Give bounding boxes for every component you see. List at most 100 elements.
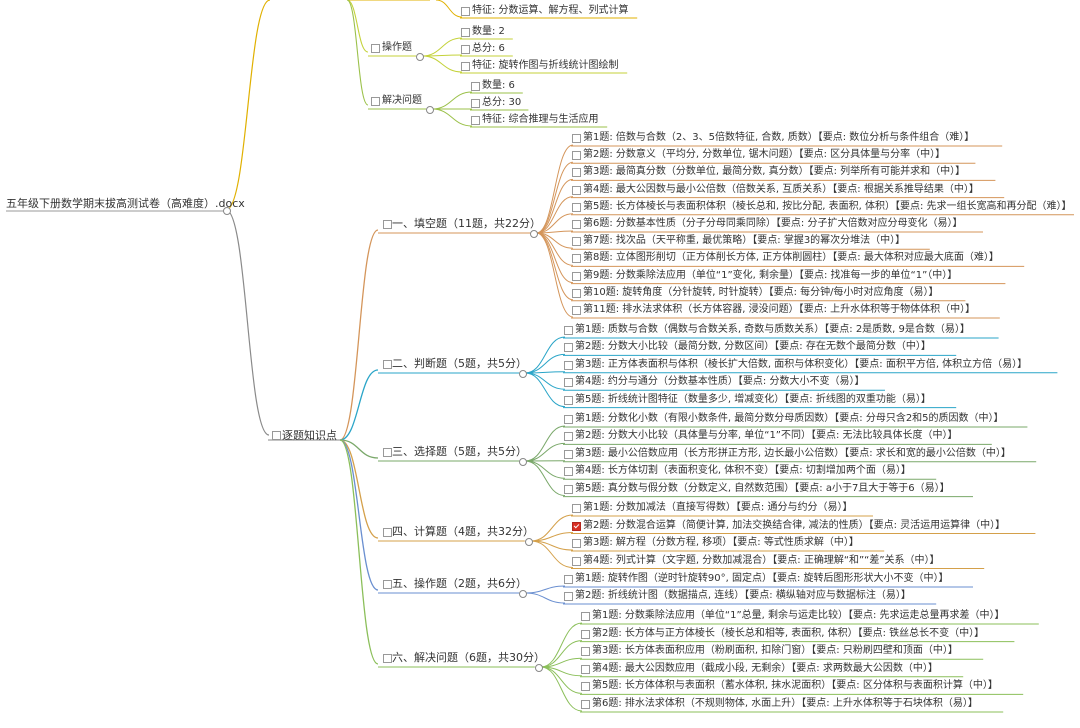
section-5-item-4[interactable]: 第5题: 长方体体积与表面积（蓄水体积, 抹水泥面积）【要点: 区分体积与表面积… [592, 679, 998, 693]
section-3-item-3-checkbox[interactable] [572, 556, 581, 566]
section-0-item-7-checkbox[interactable] [572, 254, 581, 264]
section-1-item-3[interactable]: 第4题: 约分与通分（分数基本性质）【要点: 分数大小不变（易）】 [575, 375, 864, 389]
section-1-item-0[interactable]: 第1题: 质数与合数（偶数与合数关系, 奇数与质数关系）【要点: 2是质数, 9… [575, 323, 970, 337]
section-4-checkbox[interactable] [383, 580, 392, 589]
section-3-item-0-checkbox[interactable] [572, 504, 581, 513]
section-2-item-3[interactable]: 第4题: 长方体切割（表面积变化, 体积不变）【要点: 切割增加两个面（易）】 [575, 464, 911, 478]
section-1-item-4[interactable]: 第5题: 折线统计图特征（数量多少, 增减变化）【要点: 折线图的双重功能（易）… [575, 393, 931, 407]
section-0-item-7[interactable]: 第8题: 立体图形削切（正方体削长方体, 正方体削圆柱）【要点: 最大体积对应最… [583, 251, 999, 265]
section-2-item-4[interactable]: 第5题: 真分数与假分数（分数定义, 自然数范围）【要点: a小于7且大于等于6… [575, 482, 950, 496]
section-2-item-2[interactable]: 第3题: 最小公倍数应用（长方形拼正方形, 边长最小公倍数）【要点: 求长和宽的… [575, 447, 1011, 461]
top-group-1-node[interactable]: 操作题 [382, 41, 412, 55]
section-0-item-9[interactable]: 第10题: 旋转角度（分针旋转, 时针旋转）【要点: 每分钟/每小时对应角度（易… [583, 286, 939, 300]
section-3-item-1-checkbox[interactable] [572, 521, 581, 531]
section-0-item-1-checkbox[interactable] [572, 151, 581, 161]
section-0-item-1[interactable]: 第2题: 分数意义（平均分, 分数单位, 锯木问题）【要点: 区分具体量与分率（… [583, 148, 945, 162]
section-1-item-2[interactable]: 第3题: 正方体表面积与体积（棱长扩大倍数, 面积与体积变化）【要点: 面积平方… [575, 358, 1027, 372]
section-2-item-4-checkbox[interactable] [564, 484, 573, 494]
section-4-item-0[interactable]: 第1题: 旋转作图（逆时针旋转90°, 固定点）【要点: 旋转后图形形状大小不变… [575, 572, 949, 586]
section-3-checkbox[interactable] [383, 528, 392, 537]
section-0-item-4[interactable]: 第5题: 长方体棱长与表面积体积（棱长总和, 按比分配, 表面积, 体积）【要点… [583, 200, 1072, 214]
section-3-item-3[interactable]: 第4题: 列式计算（文字题, 分数加减混合）【要点: 正确理解“和”“差”关系（… [583, 554, 940, 568]
section-0-item-2-checkbox[interactable] [572, 168, 581, 178]
top-group-2-item-1[interactable]: 总分: 30 [482, 96, 521, 110]
section-5-item-3[interactable]: 第4题: 最大公因数应用（截成小段, 无剩余）【要点: 求两数最大公因数（中）】 [592, 662, 938, 676]
section-1-item-4-checkbox[interactable] [564, 395, 573, 405]
section-0-item-3[interactable]: 第4题: 最大公因数与最小公倍数（倍数关系, 互质关系）【要点: 根据关系推导结… [583, 183, 979, 197]
branch-node-zhutizhishidian[interactable]: 逐题知识点 [282, 429, 337, 443]
section-4-node[interactable]: 五、操作题（2题，共6分） [392, 577, 527, 591]
section-2-item-2-checkbox[interactable] [564, 449, 573, 459]
top-group-2-item-0[interactable]: 数量: 6 [482, 79, 515, 93]
section-0-item-10-checkbox[interactable] [572, 306, 581, 315]
top-group-0-item-0-label: 特征: 分数运算、解方程、列式计算 [472, 5, 629, 16]
top-group-2-checkbox[interactable] [371, 97, 380, 106]
section-0-item-2[interactable]: 第3题: 最简真分数（分数单位, 最简分数, 真分数）【要点: 列举所有可能并求… [583, 165, 965, 179]
section-0-item-0-checkbox[interactable] [572, 134, 581, 143]
section-5-item-0-checkbox[interactable] [581, 612, 590, 621]
section-1-item-1[interactable]: 第2题: 分数大小比较（最简分数, 分数区间）【要点: 存在无数个最简分数（中）… [575, 340, 931, 354]
section-2-item-0[interactable]: 第1题: 分数化小数（有限小数条件, 最简分数分母质因数）【要点: 分母只含2和… [575, 412, 1004, 426]
top-group-1-item-0-checkbox[interactable] [461, 28, 470, 37]
section-0-item-10[interactable]: 第11题: 排水法求体积（长方体容器, 浸没问题）【要点: 上升水体积等于物体体… [583, 303, 975, 317]
section-5-item-5-checkbox[interactable] [581, 700, 590, 709]
section-0-item-5-checkbox[interactable] [572, 220, 581, 229]
section-0-item-9-checkbox[interactable] [572, 288, 581, 298]
section-1-item-3-checkbox[interactable] [564, 378, 573, 388]
section-0-item-5[interactable]: 第6题: 分数基本性质（分子分母同乘同除）【要点: 分子扩大倍数对应分母变化（易… [583, 217, 962, 231]
top-group-1-item-2-checkbox[interactable] [461, 62, 470, 71]
section-0-item-0[interactable]: 第1题: 倍数与合数（2、3、5倍数特征, 合数, 质数）【要点: 数位分析与条… [583, 131, 974, 145]
top-group-0-item-0-checkbox[interactable] [461, 7, 470, 16]
section-0-node[interactable]: 一、填空题（11题，共22分） [392, 217, 541, 231]
section-5-item-3-checkbox[interactable] [581, 664, 590, 674]
section-3-item-1[interactable]: 第2题: 分数混合运算（简便计算, 加法交换结合律, 减法的性质）【要点: 灵活… [583, 519, 1005, 533]
section-0-item-8-checkbox[interactable] [572, 271, 581, 281]
section-3-item-2[interactable]: 第3题: 解方程（分数方程, 移项）【要点: 等式性质求解（中）】 [583, 536, 859, 550]
section-0-item-6[interactable]: 第7题: 找次品（天平称重, 最优策略）【要点: 掌握3的幂次分堆法（中）】 [583, 234, 905, 248]
section-0-item-4-checkbox[interactable] [572, 202, 581, 212]
section-5-item-0[interactable]: 第1题: 分数乘除法应用（单位“1”总量, 剩余与运走比较）【要点: 先求运走总… [592, 609, 1005, 623]
top-group-2-node[interactable]: 解决问题 [382, 94, 422, 108]
top-group-2-item-2[interactable]: 特征: 综合推理与生活应用 [482, 113, 599, 127]
section-0-item-3-checkbox[interactable] [572, 185, 581, 195]
section-2-checkbox[interactable] [383, 448, 392, 457]
section-0-item-6-checkbox[interactable] [572, 237, 581, 247]
section-0-checkbox[interactable] [383, 220, 392, 229]
section-2-node[interactable]: 三、选择题（5题，共5分） [392, 445, 527, 459]
top-group-1-checkbox[interactable] [371, 44, 380, 53]
section-2-item-1-checkbox[interactable] [564, 432, 573, 442]
top-group-1-item-2[interactable]: 特征: 旋转作图与折线统计图绘制 [472, 59, 619, 73]
section-5-item-1-checkbox[interactable] [581, 629, 590, 639]
section-4-item-0-checkbox[interactable] [564, 575, 573, 584]
section-5-item-4-checkbox[interactable] [581, 682, 590, 692]
section-3-node[interactable]: 四、计算题（4题，共32分） [392, 525, 534, 539]
section-4-item-1[interactable]: 第2题: 折线统计图（数据描点, 连线）【要点: 横纵轴对应与数据标注（易）】 [575, 589, 911, 603]
top-group-0-item-0[interactable]: 特征: 分数运算、解方程、列式计算 [472, 4, 629, 18]
section-0-item-8[interactable]: 第9题: 分数乘除法应用（单位“1”变化, 剩余量）【要点: 找准每一步的单位“… [583, 269, 957, 283]
section-2-item-1[interactable]: 第2题: 分数大小比较（具体量与分率, 单位“1”不同）【要点: 无法比较具体长… [575, 429, 958, 443]
section-5-item-2-checkbox[interactable] [581, 647, 590, 657]
top-group-2-item-1-checkbox[interactable] [471, 99, 480, 108]
section-5-item-1[interactable]: 第2题: 长方体与正方体棱长（棱长总和相等, 表面积, 体积）【要点: 铁丝总长… [592, 627, 984, 641]
section-4-item-1-checkbox[interactable] [564, 592, 573, 601]
section-1-item-0-checkbox[interactable] [564, 326, 573, 335]
section-2-item-0-checkbox[interactable] [564, 415, 573, 424]
section-5-node[interactable]: 六、解决问题（6题，共30分） [392, 651, 545, 665]
section-1-node[interactable]: 二、判断题（5题，共5分） [392, 357, 527, 371]
section-3-item-0[interactable]: 第1题: 分数加减法（直接写得数）【要点: 通分与约分（易）】 [583, 501, 852, 515]
section-3-item-2-checkbox[interactable] [572, 539, 581, 548]
top-group-2-item-0-checkbox[interactable] [471, 82, 480, 91]
section-2-item-3-checkbox[interactable] [564, 467, 573, 477]
top-group-2-item-2-checkbox[interactable] [471, 116, 480, 125]
top-group-1-item-0[interactable]: 数量: 2 [472, 25, 505, 39]
top-group-1-item-1-checkbox[interactable] [461, 45, 470, 54]
root-node[interactable]: 五年级下册数学期末拔高测试卷（高难度）.docx [6, 197, 245, 211]
section-5-item-5[interactable]: 第6题: 排水法求体积（不规则物体, 水面上升）【要点: 上升水体积等于石块体积… [592, 697, 978, 711]
branch-checkbox[interactable] [272, 431, 281, 440]
section-1-item-2-checkbox[interactable] [564, 360, 573, 370]
section-1-item-1-checkbox[interactable] [564, 343, 573, 353]
section-5-checkbox[interactable] [383, 654, 392, 663]
top-group-1-item-1[interactable]: 总分: 6 [472, 42, 505, 56]
section-5-item-2[interactable]: 第3题: 长方体表面积应用（粉刷面积, 扣除门窗）【要点: 只粉刷四壁和顶面（中… [592, 644, 958, 658]
section-1-checkbox[interactable] [383, 360, 392, 369]
